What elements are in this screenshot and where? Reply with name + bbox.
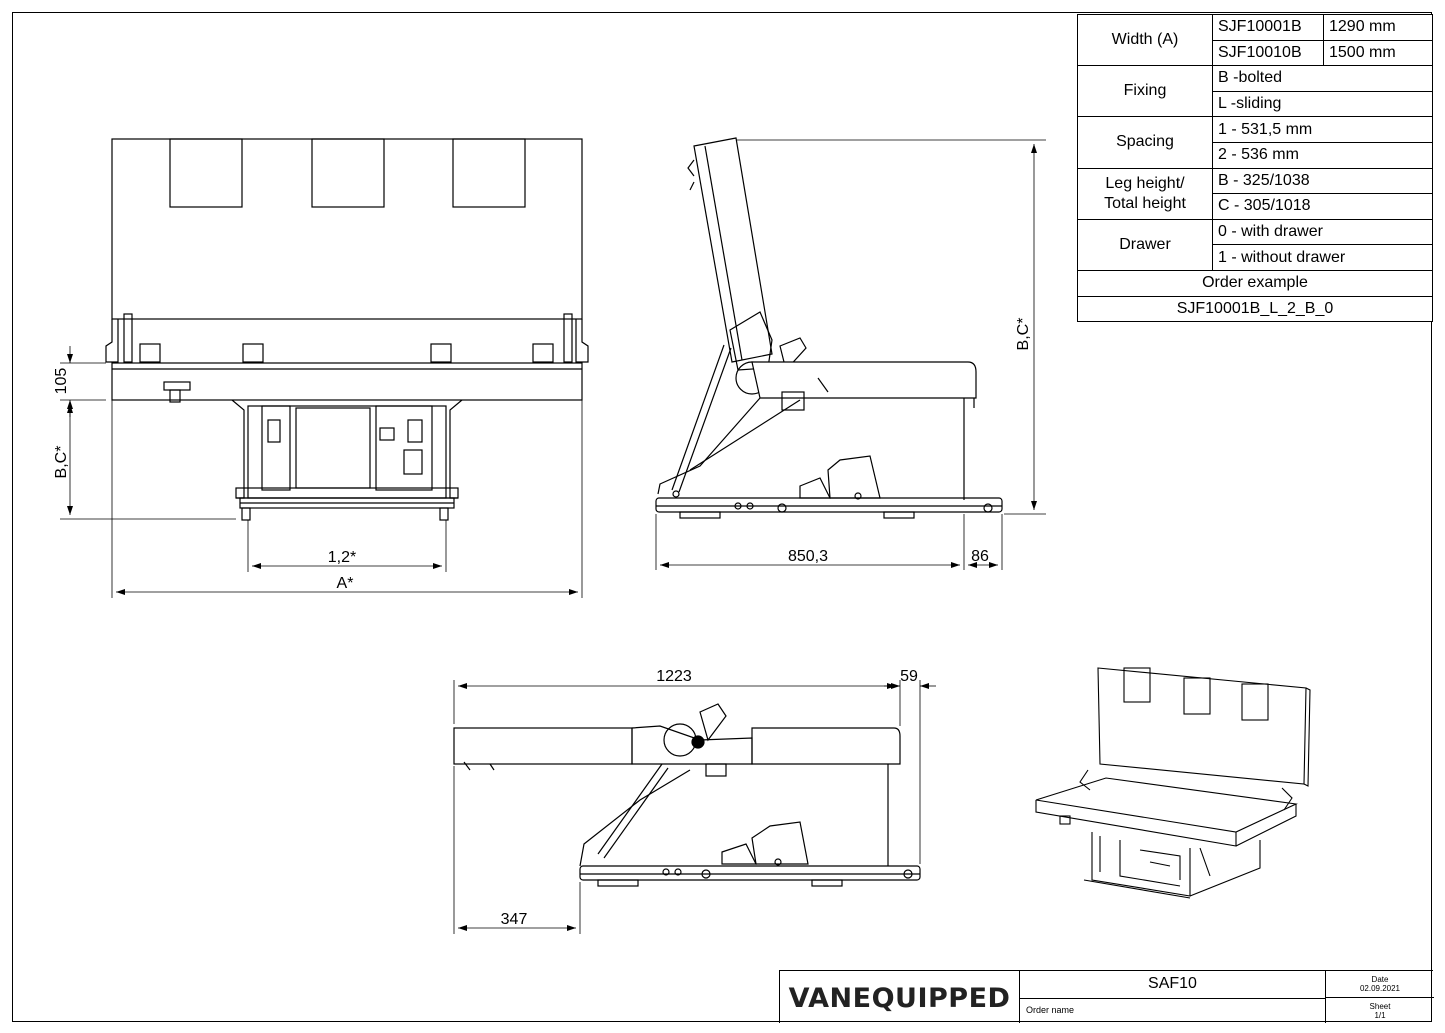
fixing-header: Fixing [1077, 65, 1213, 118]
leg-height-option-1: B - 325/1038 [1212, 167, 1433, 195]
dim-347-label: 347 [501, 911, 528, 928]
dim-86-label: 86 [971, 548, 989, 565]
leg-height-label-line1: Leg height/ [1105, 174, 1185, 192]
drawer-option-2: 1 - without drawer [1212, 244, 1433, 271]
width-value-1: 1290 mm [1323, 14, 1433, 41]
spacing-option-1: 1 - 531,5 mm [1212, 116, 1433, 143]
dim-bc-side-label: B,C* [1015, 318, 1032, 351]
side-view-dimensions [655, 139, 1046, 570]
isometric-view [1035, 667, 1311, 899]
date-value: 02.09.2021 [1359, 984, 1401, 993]
dim-a-label: A* [337, 575, 354, 592]
date-label: Date [1371, 975, 1389, 984]
dim-bc-front-label: B,C* [53, 446, 70, 479]
fixing-option-1: B -bolted [1212, 65, 1433, 92]
bed-view [453, 703, 921, 887]
dim-59-label: 59 [900, 668, 918, 685]
leg-height-label-line2: Total height [1104, 194, 1186, 212]
dim-12-label: 1,2* [328, 549, 356, 566]
company-logo: VANEQUIPPED [780, 971, 1020, 1023]
order-name-label: Order name [1026, 1005, 1075, 1015]
sheet-row: Sheet 1/1 [1326, 997, 1434, 1023]
fixing-option-2: L -sliding [1212, 90, 1433, 118]
drawer-option-1: 0 - with drawer [1212, 218, 1433, 246]
side-view [655, 137, 1003, 519]
dim-1223-label: 1223 [656, 668, 692, 685]
order-name-cell: SAF10 Order name [1020, 971, 1326, 1023]
order-name-divider [1020, 998, 1325, 999]
dim-105-label: 105 [53, 368, 70, 395]
leg-height-option-2: C - 305/1018 [1212, 193, 1433, 220]
sheet-value: 1/1 [1374, 1011, 1386, 1020]
date-row: Date 02.09.2021 [1326, 971, 1434, 997]
order-name-value: SAF10 [1148, 975, 1197, 992]
leg-height-header: Leg height/Total height [1077, 167, 1213, 220]
spacing-header: Spacing [1077, 116, 1213, 169]
width-code-2: SJF10010B [1212, 39, 1324, 67]
drawing-frame [12, 12, 1432, 1022]
width-value-2: 1500 mm [1323, 39, 1433, 67]
bed-view-dimensions [453, 680, 936, 934]
front-view [105, 138, 589, 521]
sheet-label: Sheet [1369, 1002, 1391, 1011]
front-view-dimensions [60, 346, 583, 598]
order-example-value: SJF10001B_L_2_B_0 [1077, 295, 1433, 323]
width-code-1: SJF10001B [1212, 14, 1324, 41]
width-header: Width (A) [1077, 13, 1213, 67]
spacing-option-2: 2 - 536 mm [1212, 141, 1433, 169]
title-block: VANEQUIPPED SAF10 Order name Date 02.09.… [779, 970, 1434, 1023]
order-example-label: Order example [1077, 269, 1433, 297]
dim-850-label: 850,3 [788, 548, 828, 565]
date-sheet-cell: Date 02.09.2021 Sheet 1/1 [1326, 971, 1434, 1023]
spec-table: Width (A) SJF10001B 1290 mm SJF10010B 15… [1077, 13, 1433, 323]
drawer-header: Drawer [1077, 218, 1213, 271]
